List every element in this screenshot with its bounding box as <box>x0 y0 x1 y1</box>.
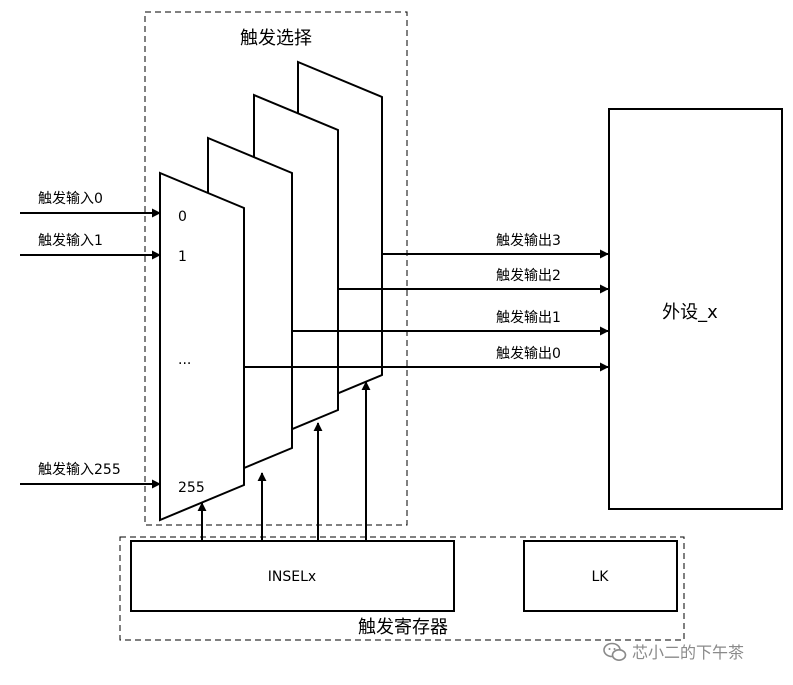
peripheral-box <box>608 108 783 510</box>
output-label-1: 触发输出1 <box>496 310 561 326</box>
trigger-registers-title: 触发寄存器 <box>358 617 448 638</box>
mux-0 <box>159 171 245 522</box>
output-label-3: 触发输出3 <box>496 233 561 249</box>
insel-register <box>130 540 455 612</box>
input-label-1: 触发输入1 <box>38 233 103 249</box>
output-label-2: 触发输出2 <box>496 268 561 284</box>
trigger-select-title: 触发选择 <box>240 28 312 49</box>
insel-label: INSELx <box>268 569 316 585</box>
trigger-registers-group <box>119 536 685 641</box>
input-label-0: 触发输入0 <box>38 191 103 207</box>
lk-label: LK <box>592 569 610 585</box>
lk-register <box>523 540 678 612</box>
trigger-select-group <box>144 11 408 526</box>
mux-index-255: 255 <box>178 480 205 496</box>
mux-index-1: 1 <box>178 249 187 265</box>
peripheral-label: 外设_x <box>662 302 718 323</box>
watermark-text: 芯小二的下午茶 <box>632 643 744 662</box>
output-label-0: 触发输出0 <box>496 346 561 362</box>
mux-index-ellipsis: ... <box>178 352 191 368</box>
mux-index-0: 0 <box>178 209 187 225</box>
input-label-255: 触发输入255 <box>38 462 121 478</box>
wechat-icon <box>603 642 627 661</box>
